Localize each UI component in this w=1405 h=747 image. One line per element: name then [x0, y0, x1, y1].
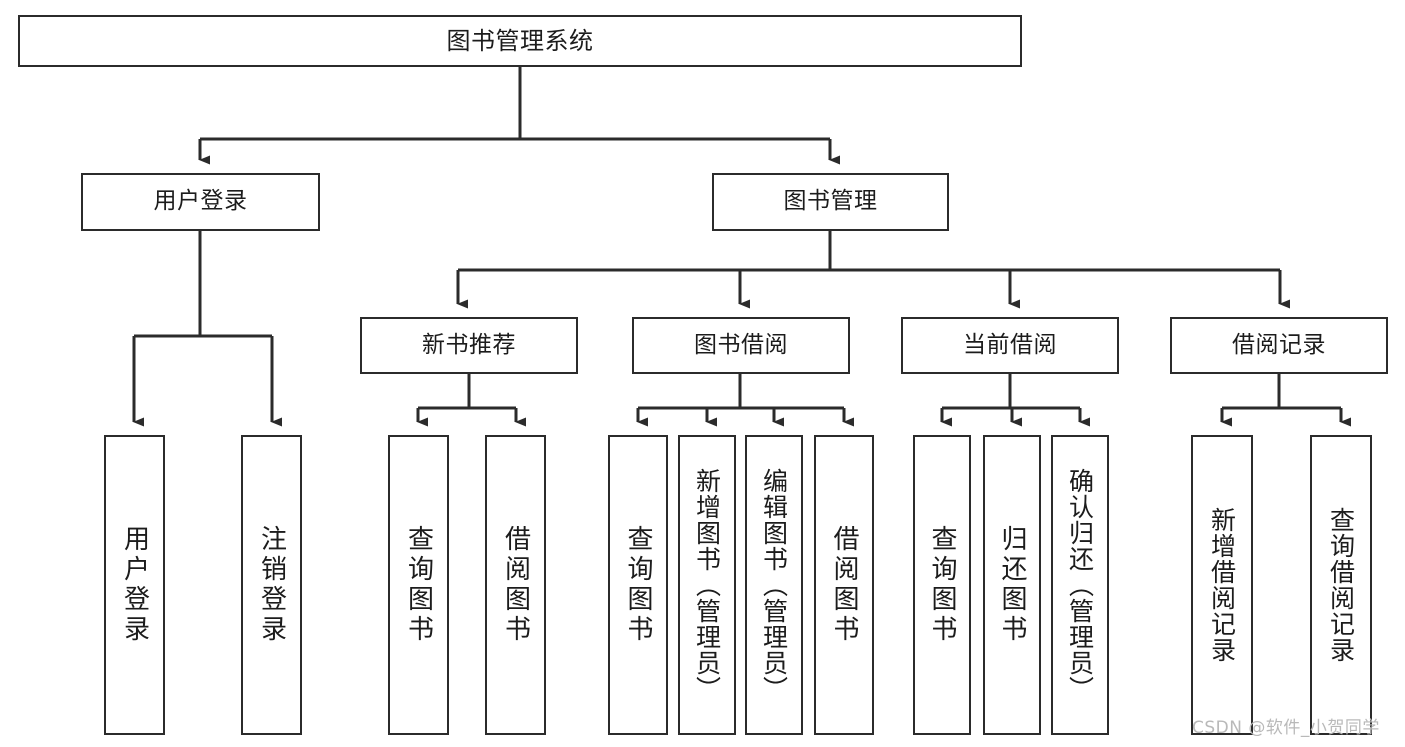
- node-root[interactable]: 图书管理系统: [18, 15, 1022, 67]
- node-book-manage-label: 图书管理: [783, 188, 878, 215]
- node-leaf-bb-add[interactable]: 新增图书（管理员）: [678, 435, 736, 735]
- node-current-borrow[interactable]: 当前借阅: [901, 317, 1119, 374]
- node-borrow-record[interactable]: 借阅记录: [1170, 317, 1388, 374]
- edge-bookmanage-bus: [458, 231, 1280, 272]
- node-leaf-rec-query[interactable]: 查询图书: [388, 435, 449, 735]
- node-leaf-rec-borrow[interactable]: 借阅图书: [485, 435, 546, 735]
- node-leaf-bb-query-label: 查询图书: [623, 525, 653, 645]
- edge-newbookrec-bus: [418, 374, 516, 410]
- node-leaf-bb-query[interactable]: 查询图书: [608, 435, 668, 735]
- node-leaf-cb-confirm[interactable]: 确认归还（管理员）: [1051, 435, 1109, 735]
- node-leaf-bb-add-label: 新增图书（管理员）: [692, 468, 722, 702]
- node-user-login-label: 用户登录: [153, 188, 248, 215]
- node-leaf-cb-query-label: 查询图书: [927, 525, 957, 645]
- edge-currentborrow-bus: [942, 374, 1080, 410]
- csdn-watermark: CSDN @软件_小贺同学: [1192, 718, 1380, 738]
- node-leaf-br-query-label: 查询借阅记录: [1326, 507, 1356, 663]
- node-borrow-record-label: 借阅记录: [1232, 331, 1326, 358]
- node-book-borrow[interactable]: 图书借阅: [632, 317, 850, 374]
- node-leaf-rec-query-label: 查询图书: [403, 525, 434, 645]
- node-leaf-bb-edit[interactable]: 编辑图书（管理员）: [745, 435, 803, 735]
- node-new-book-rec-label: 新书推荐: [422, 331, 516, 358]
- node-leaf-cb-confirm-label: 确认归还（管理员）: [1065, 468, 1095, 702]
- node-current-borrow-label: 当前借阅: [963, 331, 1057, 358]
- node-leaf-user-login-label: 用户登录: [119, 525, 150, 645]
- edge-bookborrow-bus: [638, 374, 844, 410]
- node-leaf-br-add[interactable]: 新增借阅记录: [1191, 435, 1253, 735]
- node-leaf-bb-borrow[interactable]: 借阅图书: [814, 435, 874, 735]
- node-leaf-br-query[interactable]: 查询借阅记录: [1310, 435, 1372, 735]
- node-leaf-logout-label: 注销登录: [256, 525, 287, 645]
- node-leaf-cb-return-label: 归还图书: [997, 525, 1027, 645]
- node-leaf-user-login[interactable]: 用户登录: [104, 435, 165, 735]
- node-root-label: 图书管理系统: [446, 26, 594, 55]
- node-book-manage[interactable]: 图书管理: [712, 173, 949, 231]
- edge-userlogin-bus: [134, 231, 272, 338]
- node-book-borrow-label: 图书借阅: [694, 331, 788, 358]
- node-leaf-cb-return[interactable]: 归还图书: [983, 435, 1041, 735]
- node-leaf-br-add-label: 新增借阅记录: [1207, 507, 1237, 663]
- node-new-book-rec[interactable]: 新书推荐: [360, 317, 578, 374]
- node-leaf-logout[interactable]: 注销登录: [241, 435, 302, 735]
- edge-root-bus: [200, 67, 830, 141]
- node-leaf-bb-borrow-label: 借阅图书: [829, 525, 859, 645]
- node-leaf-bb-edit-label: 编辑图书（管理员）: [759, 468, 789, 702]
- node-leaf-rec-borrow-label: 借阅图书: [500, 525, 531, 645]
- node-user-login[interactable]: 用户登录: [81, 173, 320, 231]
- node-leaf-cb-query[interactable]: 查询图书: [913, 435, 971, 735]
- edge-borrowrecord-bus: [1222, 374, 1341, 410]
